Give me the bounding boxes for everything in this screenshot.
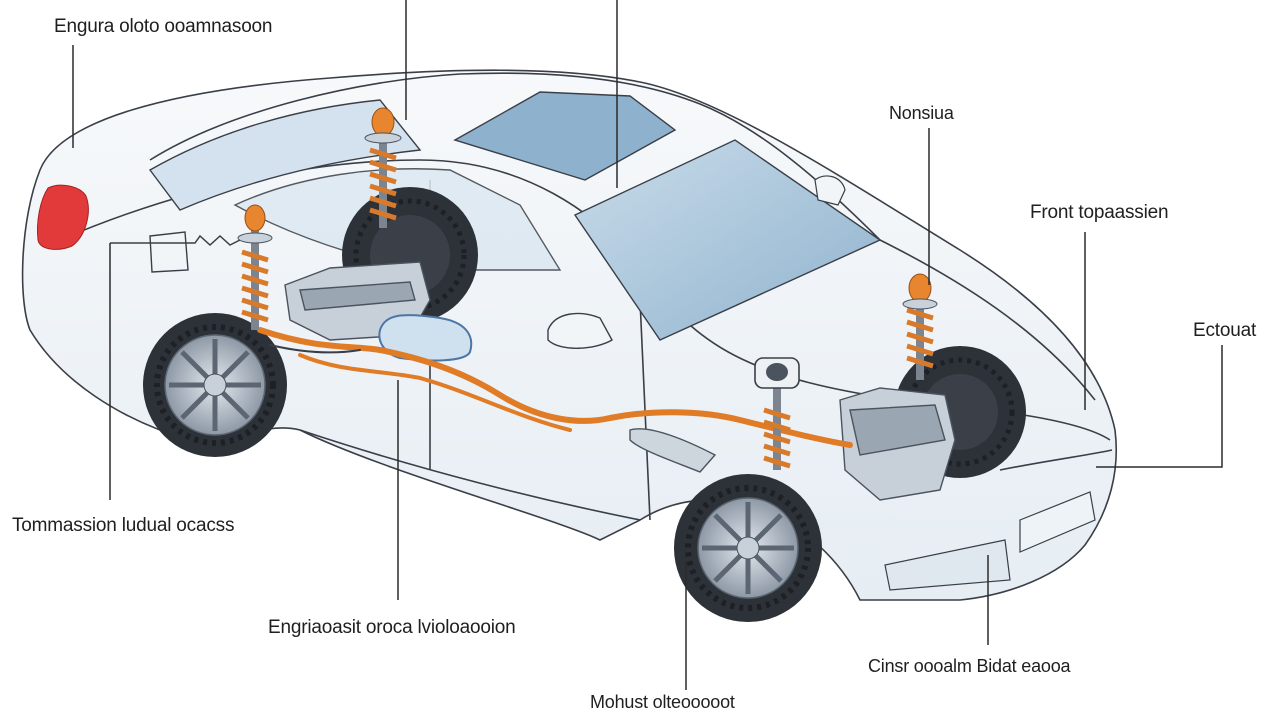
shock-front-left: [754, 357, 800, 470]
tail-light: [37, 184, 89, 250]
exhaust-pipe: [257, 327, 853, 448]
wheel-front-left: [674, 474, 822, 622]
side-mirror: [547, 312, 613, 349]
shock-rear-top: [364, 107, 402, 228]
door-handle: [814, 175, 846, 206]
label-cinsr: Cinsr oooalm Bidat eaooa: [868, 656, 1071, 676]
label-tommassion: Tommassion ludual ocacss: [12, 515, 235, 536]
hood-line: [879, 239, 1096, 401]
bumper-line: [999, 449, 1113, 471]
label-ectouat: Ectouat: [1193, 320, 1257, 341]
label-engriaoasit: Engriaoasit oroca lvioloaooion: [268, 617, 516, 638]
leader-ectouat: [1096, 345, 1223, 468]
label-nonsiua: Nonsiua: [889, 103, 954, 123]
suspension: [110, 107, 938, 470]
door-line-2: [639, 299, 651, 521]
wheel-rear-left: [143, 313, 287, 457]
exhaust-lines: [257, 327, 853, 448]
leader-lines: [72, 0, 1223, 690]
engines: [284, 261, 956, 501]
fog-light: [884, 539, 1011, 591]
rear-cable: [110, 234, 241, 247]
shock-rear-left: [237, 204, 273, 330]
label-top-left: Engura oloto ooamnasoon: [54, 16, 273, 37]
label-mohust: Mohust olteooooot: [590, 692, 735, 712]
sunroof: [453, 91, 677, 181]
catalytic-converter: [629, 428, 717, 473]
label-front-topaassien: Front topaassien: [1030, 202, 1169, 223]
front-light: [1019, 491, 1096, 553]
roof-line: [149, 72, 881, 241]
windshield: [573, 139, 882, 341]
sill-line: [299, 429, 641, 521]
rear-window: [148, 99, 422, 211]
shock-front-right: [902, 273, 938, 380]
rear-handle: [149, 231, 189, 273]
